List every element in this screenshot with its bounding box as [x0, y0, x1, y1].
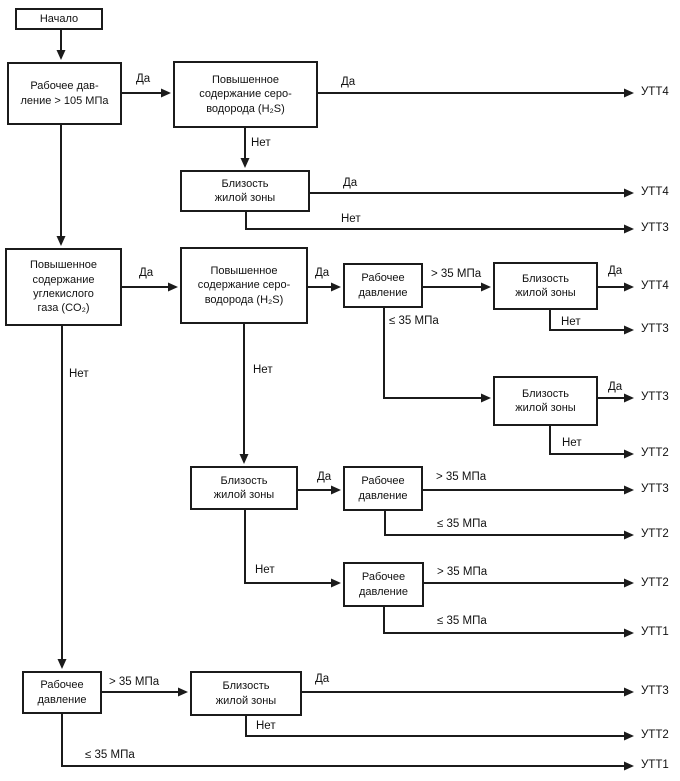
edge-label-yes: Да — [315, 267, 330, 279]
node-proximity-top: Близость жилой зоны — [180, 170, 310, 212]
terminal-utt3: УТТ3 — [641, 391, 669, 403]
terminal-utt2: УТТ2 — [641, 528, 669, 540]
node-h2s-mid: Повышенное содержание серо- водорода (H₂… — [180, 247, 308, 324]
connector — [244, 510, 341, 588]
edge-label-gt35: > 35 МПа — [436, 471, 487, 483]
edge-label-yes: Да — [136, 73, 151, 85]
node-pressure-105: Рабочее дав- ление > 105 МПа — [7, 62, 122, 125]
edge-label-le35: ≤ 35 МПа — [437, 615, 487, 627]
edge-label-no: Нет — [255, 564, 275, 576]
edge-label-no: Нет — [256, 720, 276, 732]
node-pressure-center-upper: Рабочее давление — [343, 466, 423, 511]
edge-label-le35: ≤ 35 МПа — [85, 749, 135, 761]
edge-label-yes: Да — [608, 381, 623, 393]
terminal-utt2: УТТ2 — [641, 447, 669, 459]
terminal-utt4: УТТ4 — [641, 186, 669, 198]
connector — [549, 426, 634, 459]
edge-label-yes: Да — [315, 673, 330, 685]
edge-label-no: Нет — [341, 213, 361, 225]
terminal-utt2: УТТ2 — [641, 729, 669, 741]
node-pressure-center-lower: Рабочее давление — [343, 562, 424, 607]
edge-label-no: Нет — [562, 437, 582, 449]
edge-label-yes: Да — [139, 267, 154, 279]
terminal-utt4: УТТ4 — [641, 86, 669, 98]
terminal-utt1: УТТ1 — [641, 759, 669, 771]
terminal-utt4: УТТ4 — [641, 280, 669, 292]
edge-label-gt35: > 35 МПа — [109, 676, 160, 688]
node-start: Начало — [15, 8, 103, 30]
edge-label-le35: ≤ 35 МПа — [389, 315, 439, 327]
terminal-utt3: УТТ3 — [641, 222, 669, 234]
edge-label-yes: Да — [608, 265, 623, 277]
node-proximity-row2-lower: Близость жилой зоны — [493, 376, 598, 426]
edge-label-yes: Да — [317, 471, 332, 483]
terminal-utt3: УТТ3 — [641, 685, 669, 697]
node-co2: Повышенное содержание углекислого газа (… — [5, 248, 122, 326]
edge-label-gt35: > 35 МПа — [431, 268, 482, 280]
node-proximity-center: Близость жилой зоны — [190, 466, 298, 510]
edge-label-no: Нет — [253, 364, 273, 376]
connector — [245, 211, 634, 234]
connector — [549, 310, 634, 335]
terminal-utt2: УТТ2 — [641, 577, 669, 589]
edge-label-no: Нет — [561, 316, 581, 328]
connector — [383, 607, 634, 638]
node-pressure-bottom: Рабочее давление — [22, 671, 102, 714]
edge-label-no: Нет — [251, 137, 271, 149]
terminal-utt3: УТТ3 — [641, 483, 669, 495]
edge-label-yes: Да — [341, 76, 356, 88]
edge-label-yes: Да — [343, 177, 358, 189]
node-proximity-row2-upper: Близость жилой зоны — [493, 262, 598, 310]
edge-label-le35: ≤ 35 МПа — [437, 518, 487, 530]
node-proximity-bottom: Близость жилой зоны — [190, 671, 302, 716]
terminal-utt3: УТТ3 — [641, 323, 669, 335]
edge-label-gt35: > 35 МПа — [437, 566, 488, 578]
connector — [61, 714, 634, 771]
connector — [384, 511, 634, 540]
edge-label-no: Нет — [69, 368, 89, 380]
connector — [383, 308, 491, 403]
terminal-utt1: УТТ1 — [641, 626, 669, 638]
connector — [245, 716, 634, 741]
node-h2s-top: Повышенное содержание серо- водорода (H₂… — [173, 61, 318, 128]
node-pressure-row2: Рабочее давление — [343, 263, 423, 308]
